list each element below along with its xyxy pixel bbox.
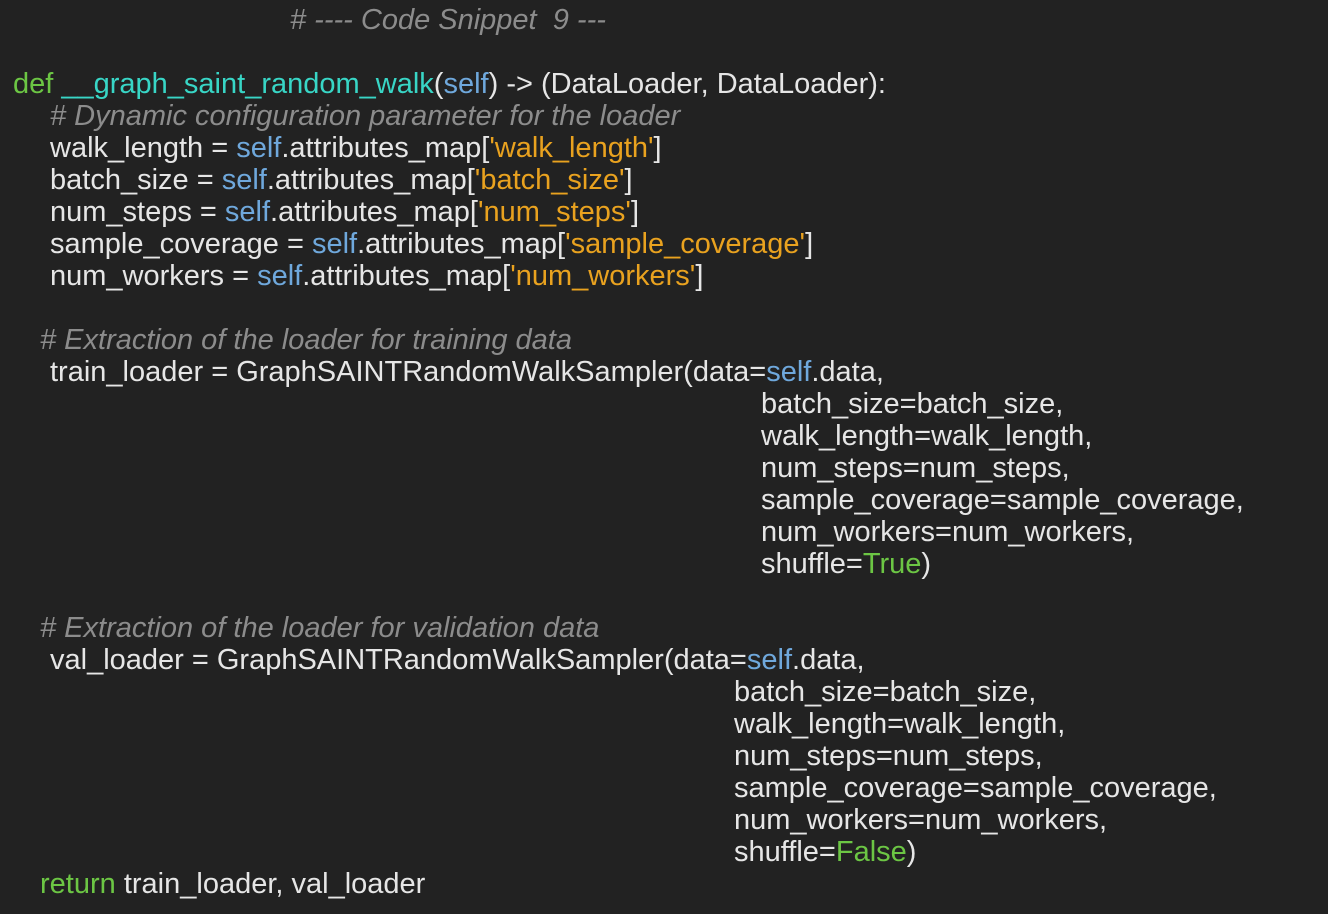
code-line: batch_size=batch_size, — [734, 676, 1036, 708]
code-line: # Extraction of the loader for training … — [40, 324, 572, 356]
keyword-token: return — [40, 868, 124, 900]
code-token: ] — [805, 228, 814, 260]
code-token: sample_coverage=sample_coverage, — [761, 484, 1244, 516]
code-token: .data, — [792, 644, 865, 676]
code-token: ) — [906, 836, 917, 868]
function-name-token: __graph_saint_random_walk — [61, 68, 434, 100]
code-line: shuffle=False) — [734, 836, 916, 868]
string-literal-token: 'num_workers' — [510, 260, 696, 292]
string-literal-token: 'batch_size' — [474, 164, 625, 196]
comment-token: # Extraction of the loader for validatio… — [40, 612, 600, 644]
code-line: sample_coverage=sample_coverage, — [761, 484, 1244, 516]
code-line: sample_coverage=sample_coverage, — [734, 772, 1217, 804]
comment-token: # Extraction of the loader for training … — [40, 324, 572, 356]
self-token: self — [221, 164, 267, 196]
code-token: walk_length=walk_length, — [734, 708, 1066, 740]
code-line: val_loader = GraphSAINTRandomWalkSampler… — [50, 644, 865, 676]
code-line: return train_loader, val_loader — [40, 868, 425, 900]
code-token: ] — [624, 164, 633, 196]
code-token: .attributes_map[ — [266, 164, 475, 196]
code-line: num_steps=num_steps, — [734, 740, 1043, 772]
code-token: train_loader, val_loader — [123, 868, 426, 900]
code-token: ] — [695, 260, 704, 292]
self-token: self — [311, 228, 358, 260]
code-line: # Extraction of the loader for validatio… — [40, 612, 599, 644]
code-token: num_steps=num_steps, — [761, 452, 1070, 484]
self-token: self — [224, 196, 271, 228]
code-line: walk_length=walk_length, — [761, 420, 1092, 452]
code-line: num_steps=num_steps, — [761, 452, 1070, 484]
code-token: ] — [630, 196, 639, 228]
code-token: sample_coverage=sample_coverage, — [734, 772, 1217, 804]
code-line: num_steps = self.attributes_map['num_ste… — [50, 196, 639, 228]
code-line: shuffle=True) — [761, 548, 931, 580]
self-token: self — [257, 260, 303, 292]
code-token: .data, — [811, 356, 884, 388]
code-line: # Dynamic configuration parameter for th… — [50, 100, 680, 132]
code-line: num_workers=num_workers, — [761, 516, 1134, 548]
code-line: walk_length = self.attributes_map['walk_… — [50, 132, 662, 164]
code-line: num_workers = self.attributes_map['num_w… — [50, 260, 703, 292]
code-token: shuffle= — [734, 836, 836, 868]
string-literal-token: 'num_steps' — [478, 196, 631, 228]
code-token: batch_size = — [50, 164, 222, 196]
code-token: ] — [653, 132, 662, 164]
code-token: walk_length=walk_length, — [761, 420, 1093, 452]
code-token: .attributes_map[ — [270, 196, 478, 228]
code-token: num_steps = — [50, 196, 225, 228]
code-token: .attributes_map[ — [281, 132, 490, 164]
code-line: sample_coverage = self.attributes_map['s… — [50, 228, 813, 260]
code-token: .attributes_map[ — [302, 260, 511, 292]
code-token: ) -> (DataLoader, DataLoader): — [488, 68, 886, 100]
code-token: num_workers=num_workers, — [734, 804, 1108, 836]
code-token: .attributes_map[ — [357, 228, 566, 260]
code-line: batch_size = self.attributes_map['batch_… — [50, 164, 633, 196]
constant-token: True — [862, 548, 922, 580]
self-token: self — [766, 356, 812, 388]
code-token: train_loader = GraphSAINTRandomWalkSampl… — [50, 356, 767, 388]
code-line: batch_size=batch_size, — [761, 388, 1063, 420]
code-token: sample_coverage = — [50, 228, 312, 260]
code-line: train_loader = GraphSAINTRandomWalkSampl… — [50, 356, 884, 388]
code-token: num_steps=num_steps, — [734, 740, 1043, 772]
comment-token: # Dynamic configuration parameter for th… — [50, 100, 681, 132]
code-token: num_workers = — [50, 260, 258, 292]
code-token: num_workers=num_workers, — [761, 516, 1135, 548]
code-token: shuffle= — [761, 548, 863, 580]
code-line: num_workers=num_workers, — [734, 804, 1107, 836]
code-line: walk_length=walk_length, — [734, 708, 1065, 740]
self-token: self — [746, 644, 793, 676]
code-token: batch_size=batch_size, — [734, 676, 1037, 708]
code-token: batch_size=batch_size, — [761, 388, 1064, 420]
self-token: self — [236, 132, 282, 164]
code-line: # ---- Code Snippet 9 --- — [290, 4, 606, 36]
code-token: ) — [921, 548, 932, 580]
string-literal-token: 'sample_coverage' — [565, 228, 806, 260]
comment-token: # ---- Code Snippet 9 --- — [290, 4, 606, 36]
self-token: self — [443, 68, 489, 100]
code-line: def __graph_saint_random_walk(self) -> (… — [13, 68, 886, 100]
code-token: ( — [433, 68, 444, 100]
code-token: walk_length = — [50, 132, 237, 164]
code-token: val_loader = GraphSAINTRandomWalkSampler… — [50, 644, 747, 676]
keyword-token: def — [13, 68, 62, 100]
string-literal-token: 'walk_length' — [489, 132, 654, 164]
constant-token: False — [835, 836, 907, 868]
